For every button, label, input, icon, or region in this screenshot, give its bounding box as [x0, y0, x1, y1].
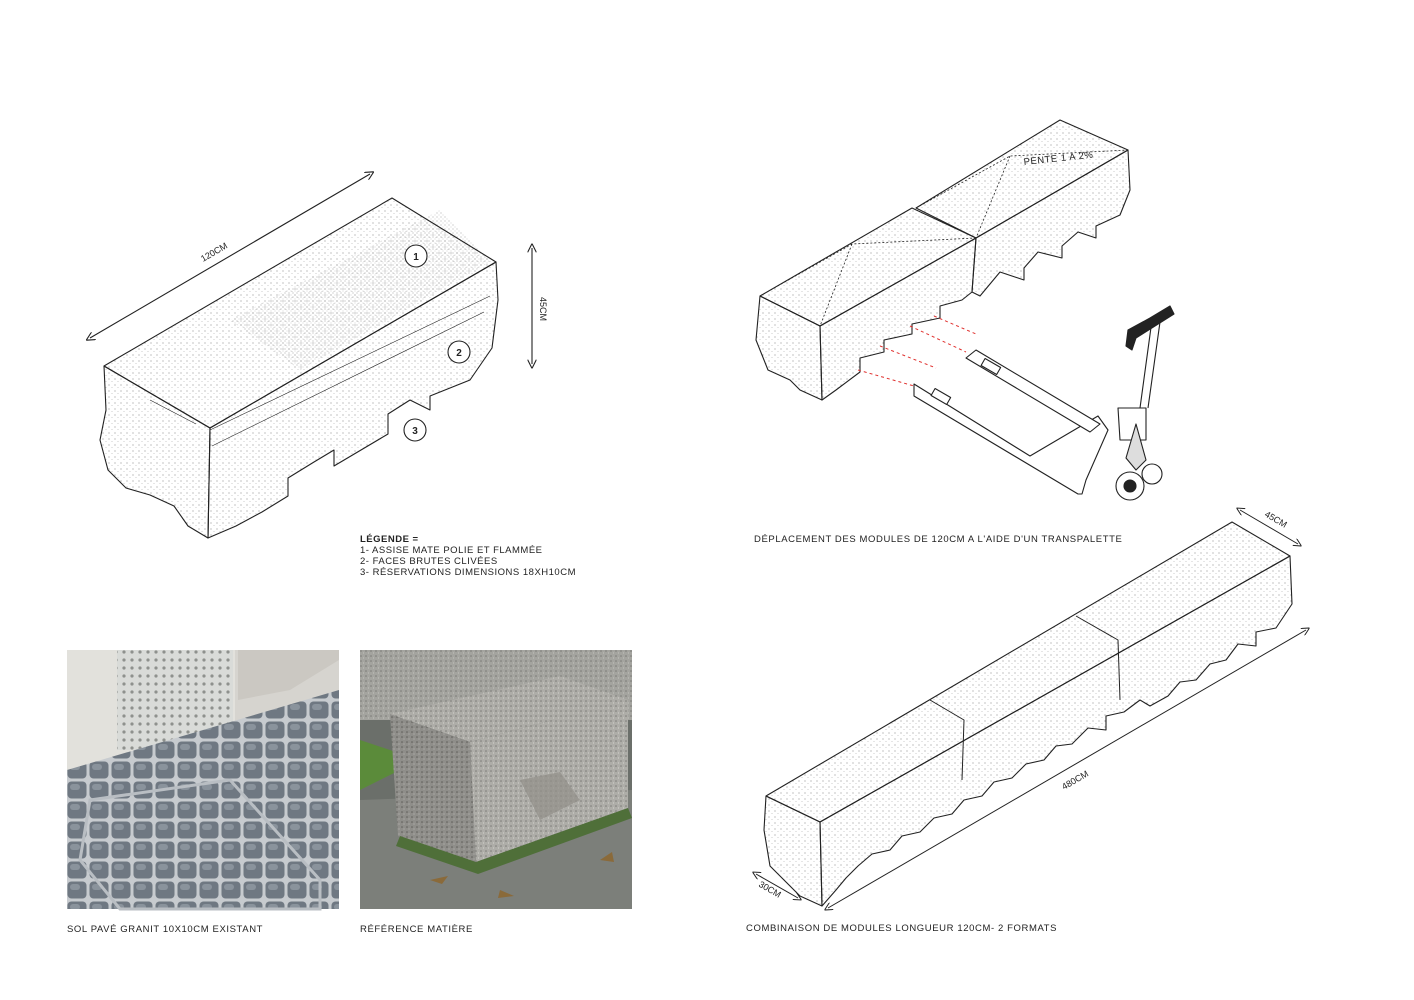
photo-paving	[67, 650, 339, 911]
dim-length-label: 120CM	[199, 241, 229, 264]
legend-item-2: 2- FACES BRUTES CLIVÉES	[360, 556, 498, 567]
module-combination-drawing	[763, 521, 1293, 907]
fork-guide-lines	[857, 315, 977, 387]
legend-item-1: 1- ASSISE MATE POLIE ET FLAMMÉE	[360, 545, 543, 556]
marker-1-label: 1	[413, 252, 419, 263]
legend-item-3: 3- RÉSERVATIONS DIMENSIONS 18XH10CM	[360, 567, 576, 578]
marker-1	[404, 244, 428, 268]
caption-paving-photo: SOL PAVÉ GRANIT 10X10CM EXISTANT	[67, 924, 264, 935]
legend-title: LÉGENDE =	[360, 534, 419, 545]
dim-width-top-label: 45CM	[1263, 509, 1289, 530]
caption-material-reference: RÉFÉRENCE MATIÈRE	[360, 924, 473, 935]
bench-module-drawing	[99, 197, 499, 539]
marker-2	[447, 340, 471, 364]
pallet-jack-drawing	[755, 119, 1175, 501]
marker-3	[403, 418, 427, 442]
legend: LÉGENDE = 1- ASSISE MATE POLIE ET FLAMMÉ…	[360, 534, 576, 578]
caption-pallet-jack: DÉPLACEMENT DES MODULES DE 120CM A L'AID…	[754, 534, 1123, 545]
caption-module-combination: COMBINAISON DE MODULES LONGUEUR 120CM- 2…	[746, 923, 1058, 934]
dim-height-label: 45CM	[538, 297, 548, 321]
marker-2-label: 2	[456, 348, 462, 359]
dim-length-480-label: 480CM	[1060, 769, 1090, 792]
marker-3-label: 3	[412, 426, 418, 437]
photo-granite-reference	[360, 650, 632, 909]
